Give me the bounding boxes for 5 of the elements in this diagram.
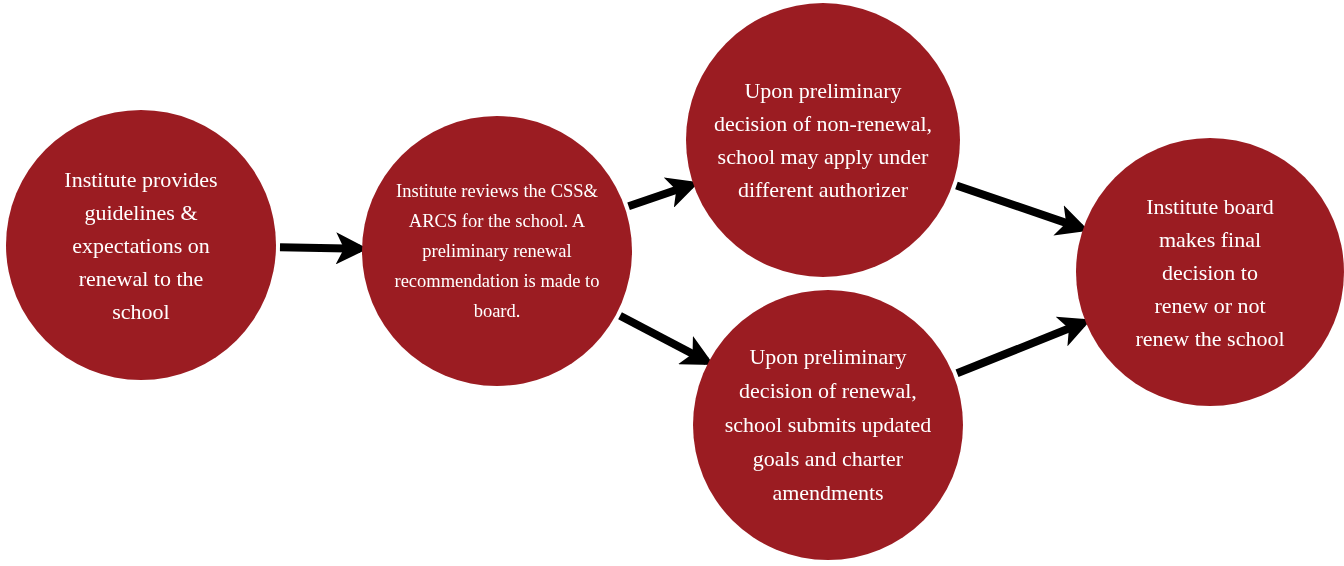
step-text: Institute board makes final decision to renew or not renew the school	[1135, 192, 1285, 353]
step-text: Institute provides guidelines & expectations on renewal to the school	[63, 165, 219, 326]
step-text: Upon preliminary decision of renewal, school submits updated goals and charter amendments	[723, 343, 933, 507]
step-text: Upon preliminary decision of non-renewal, school may apply under different authorizer	[712, 77, 934, 204]
step-text: Institute reviews the CSS& ARCS for the school. A preliminary renewal recommendation is made to board.	[393, 180, 601, 323]
